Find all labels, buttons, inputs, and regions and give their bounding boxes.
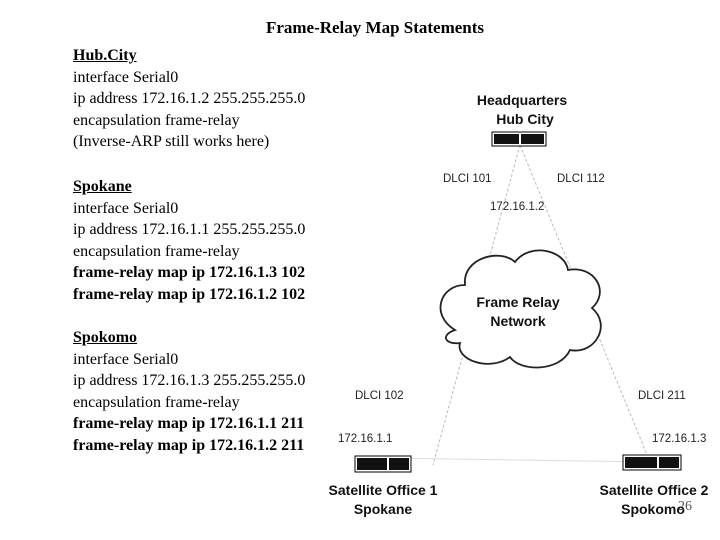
hq-label-line1: Headquarters bbox=[477, 92, 567, 108]
hub-config-header: Hub.City bbox=[73, 47, 137, 64]
slide-title: Frame-Relay Map Statements bbox=[265, 18, 485, 37]
sat1-label-line1: Satellite Office 1 bbox=[329, 482, 438, 498]
config-line: ip address 172.16.1.3 255.255.255.0 bbox=[73, 372, 306, 389]
frame-relay-cloud bbox=[439, 249, 602, 369]
page-number: 26 bbox=[678, 499, 692, 514]
sat2-router-icon bbox=[622, 454, 682, 471]
config-line: interface Serial0 bbox=[73, 199, 179, 217]
spokane-config: Spokane interface Serial0 ip address 172… bbox=[73, 176, 305, 305]
sat2-label-line1: Satellite Office 2 bbox=[600, 482, 709, 498]
spokomo-config-header: Spokomo bbox=[73, 329, 138, 346]
spokomo-config: Spokomo interface Serial0 ip address 172… bbox=[73, 327, 305, 456]
hq-router-icon bbox=[491, 131, 547, 147]
sat1-dlci: DLCI 102 bbox=[355, 390, 404, 402]
spokane-config-header: Spokane bbox=[73, 178, 132, 195]
cloud-label-line1: Frame Relay bbox=[476, 294, 559, 310]
hq-label-line2: Hub City bbox=[496, 111, 554, 127]
config-line: interface Serial0 bbox=[73, 350, 179, 368]
hq-dlci-right: DLCI 112 bbox=[557, 173, 605, 185]
config-line: interface Serial0 bbox=[73, 68, 179, 86]
sat1-label-line2: Spokane bbox=[354, 501, 413, 517]
cloud-label-line2: Network bbox=[490, 313, 545, 329]
sat2-ip: 172.16.1.3 bbox=[652, 433, 706, 445]
sat2-label-line2: Spokomo bbox=[621, 501, 685, 517]
config-map-line: frame-relay map ip 172.16.1.1 211 bbox=[73, 415, 305, 432]
hub-config: Hub.City interface Serial0 ip address 17… bbox=[73, 45, 305, 153]
link-sat1-sat2 bbox=[387, 457, 651, 463]
config-map-line: frame-relay map ip 172.16.1.2 211 bbox=[73, 436, 305, 454]
config-line: ip address 172.16.1.2 255.255.255.0 bbox=[73, 90, 306, 107]
hq-dlci-left: DLCI 101 bbox=[443, 173, 492, 185]
config-map-line: frame-relay map ip 172.16.1.3 102 bbox=[73, 264, 306, 281]
config-line: encapsulation frame-relay bbox=[73, 111, 240, 129]
sat1-router-icon bbox=[354, 455, 412, 473]
sat2-dlci: DLCI 211 bbox=[638, 390, 686, 402]
config-line: encapsulation frame-relay bbox=[73, 393, 240, 411]
config-line: (Inverse-ARP still works here) bbox=[73, 133, 270, 150]
config-line: encapsulation frame-relay bbox=[73, 242, 240, 260]
hq-ip: 172.16.1.2 bbox=[490, 201, 544, 213]
config-line: ip address 172.16.1.1 255.255.255.0 bbox=[73, 221, 306, 238]
sat1-ip: 172.16.1.1 bbox=[338, 433, 392, 445]
config-map-line: frame-relay map ip 172.16.1.2 102 bbox=[73, 285, 306, 303]
